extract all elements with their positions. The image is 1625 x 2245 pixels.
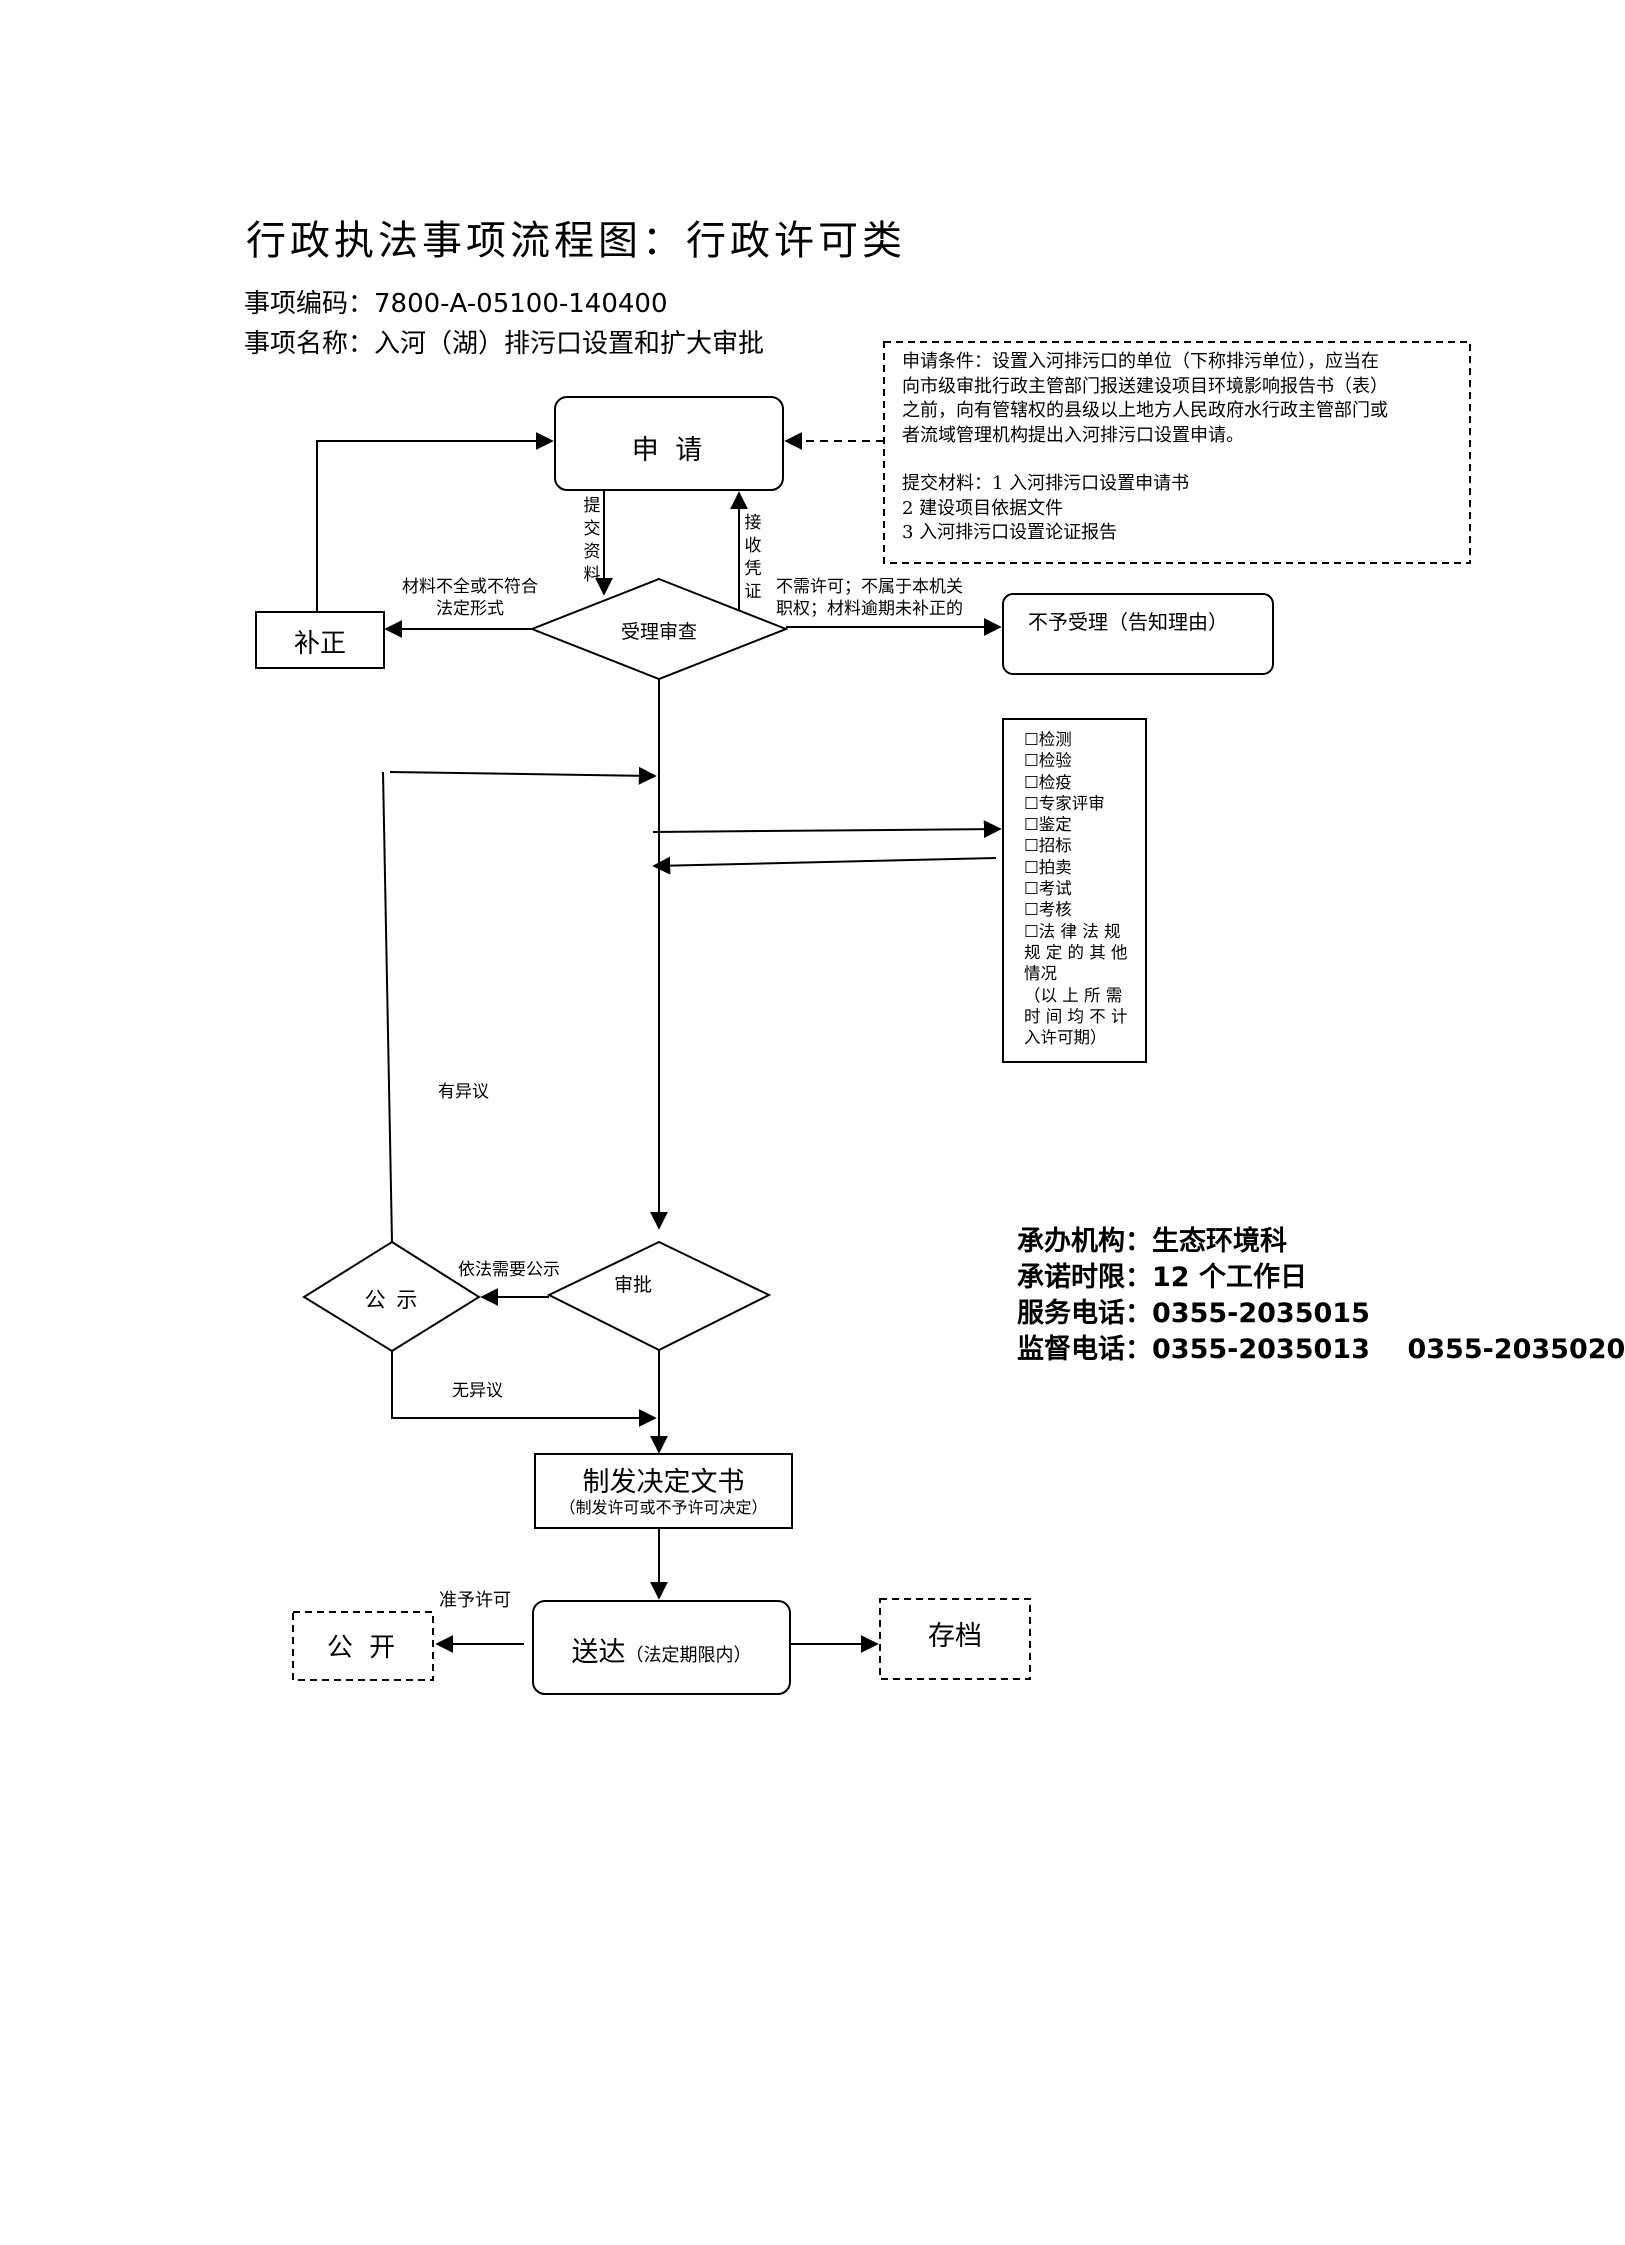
objection-return-arrow xyxy=(389,766,657,785)
special-procedure-list: ☐检测 ☐检验 ☐检疫 ☐专家评审 ☐鉴定 ☐招标 ☐拍卖 ☐考试 ☐考核 ☐法… xyxy=(1024,729,1128,1048)
reject-box xyxy=(1002,593,1274,675)
special-item: ☐拍卖 xyxy=(1024,857,1072,877)
archive-box xyxy=(879,1598,1031,1680)
conditions-text: 申请条件：设置入河排污口的单位（下称排污单位），应当在 向市级审批行政主管部门报… xyxy=(902,350,1472,546)
agency-info: 承办机构：生态环境科 xyxy=(1017,1226,1287,1257)
deadline-info: 承诺时限：12 个工作日 xyxy=(1017,1262,1307,1293)
review-label: 受理审查 xyxy=(620,621,697,643)
incomplete-label-line: 法定形式 xyxy=(436,599,504,620)
publicity-label: 公 示 xyxy=(364,1288,420,1312)
special-item: ☐考核 xyxy=(1024,900,1072,920)
objection-line xyxy=(382,771,393,1243)
to-special-arrow xyxy=(652,820,1002,839)
decision-main-label: 制发决定文书 xyxy=(582,1467,745,1498)
approve-label: 审批 xyxy=(614,1274,653,1296)
special-item: ☐招标 xyxy=(1024,836,1072,856)
flowchart-canvas xyxy=(255,341,1471,1695)
item-code: 事项编码：7800-A-05100-140400 xyxy=(244,289,668,319)
special-item: ☐专家评审 xyxy=(1024,793,1105,813)
need-publicity-label: 依法需要公示 xyxy=(458,1260,560,1280)
no-objection-arrow xyxy=(391,1351,657,1427)
item-name: 事项名称：入河（湖）排污口设置和扩大审批 xyxy=(244,329,765,359)
decision-sub-label: （制发许可或不予许可决定） xyxy=(559,1498,768,1517)
materials-line: 3 入河排污口设置论证报告 xyxy=(902,522,1118,543)
no-objection-label: 无异议 xyxy=(452,1381,503,1401)
incomplete-label-line: 材料不全或不符合 xyxy=(402,577,538,597)
supervise-phone-info: 监督电话：0355-2035013 0355-2035020 xyxy=(1017,1334,1625,1365)
special-item: ☐考试 xyxy=(1024,879,1072,899)
correct-box xyxy=(255,611,385,669)
conditions-line: 者流域管理机构提出入河排污口设置申请。 xyxy=(902,424,1244,446)
deliver-sub-label: （法定期限内） xyxy=(625,1645,752,1666)
from-special-arrow xyxy=(652,856,997,875)
no-permit-label-line: 不需许可；不属于本机关 xyxy=(776,577,963,597)
no-permit-label-line: 职权；材料逾期未补正的 xyxy=(776,599,963,620)
decision-box xyxy=(534,1453,793,1529)
materials-line: 2 建设项目依据文件 xyxy=(902,497,1064,519)
deliver-main-label: 送达 xyxy=(571,1637,626,1668)
materials-line: 提交材料：1 入河排污口设置申请书 xyxy=(902,473,1190,494)
apply-box xyxy=(554,396,784,491)
submit-label: 提交资料 xyxy=(583,496,601,585)
special-item: ☐鉴定 xyxy=(1024,815,1072,835)
conditions-line: 向市级审批行政主管部门报送建设项目环境影响报告书（表） xyxy=(902,375,1388,397)
service-phone-info: 服务电话：0355-2035015 xyxy=(1017,1298,1370,1329)
special-item: ☐检疫 xyxy=(1024,772,1072,792)
correct-to-apply-arrow xyxy=(316,432,554,612)
conditions-line: 申请条件：设置入河排污口的单位（下称排污单位），应当在 xyxy=(902,351,1379,372)
page-title: 行政执法事项流程图：行政许可类 xyxy=(246,218,906,264)
deliver-label: 送达（法定期限内） xyxy=(533,1630,790,1669)
reject-label: 不予受理（告知理由） xyxy=(1028,610,1228,634)
conditions-box xyxy=(883,341,1471,564)
public-box xyxy=(292,1611,434,1681)
conditions-line: 之前，向有管辖权的县级以上地方人民政府水行政主管部门或 xyxy=(902,400,1388,421)
deliver-box xyxy=(532,1600,791,1695)
special-item: ☐检验 xyxy=(1024,751,1072,771)
receipt-label: 接收凭证 xyxy=(744,513,762,602)
approve-diamond xyxy=(546,1240,772,1352)
incomplete-label: 材料不全或不符合 法定形式 xyxy=(402,576,538,620)
special-procedure-box xyxy=(1002,718,1147,1063)
archive-label: 存档 xyxy=(928,1621,982,1652)
grant-label: 准予许可 xyxy=(439,1590,511,1611)
special-note: （以 上 所 需 时 间 均 不 计 入许可期） xyxy=(1024,985,1128,1048)
special-item: ☐法 律 法 规 规 定 的 其 他 情况 xyxy=(1024,921,1128,984)
no-permit-label: 不需许可；不属于本机关 职权；材料逾期未补正的 xyxy=(776,576,963,620)
special-item: ☐检测 xyxy=(1024,730,1072,749)
apply-label: 申 请 xyxy=(631,435,707,466)
public-label: 公 开 xyxy=(326,1633,400,1663)
correct-label: 补正 xyxy=(293,629,346,659)
objection-label: 有异议 xyxy=(438,1082,489,1102)
